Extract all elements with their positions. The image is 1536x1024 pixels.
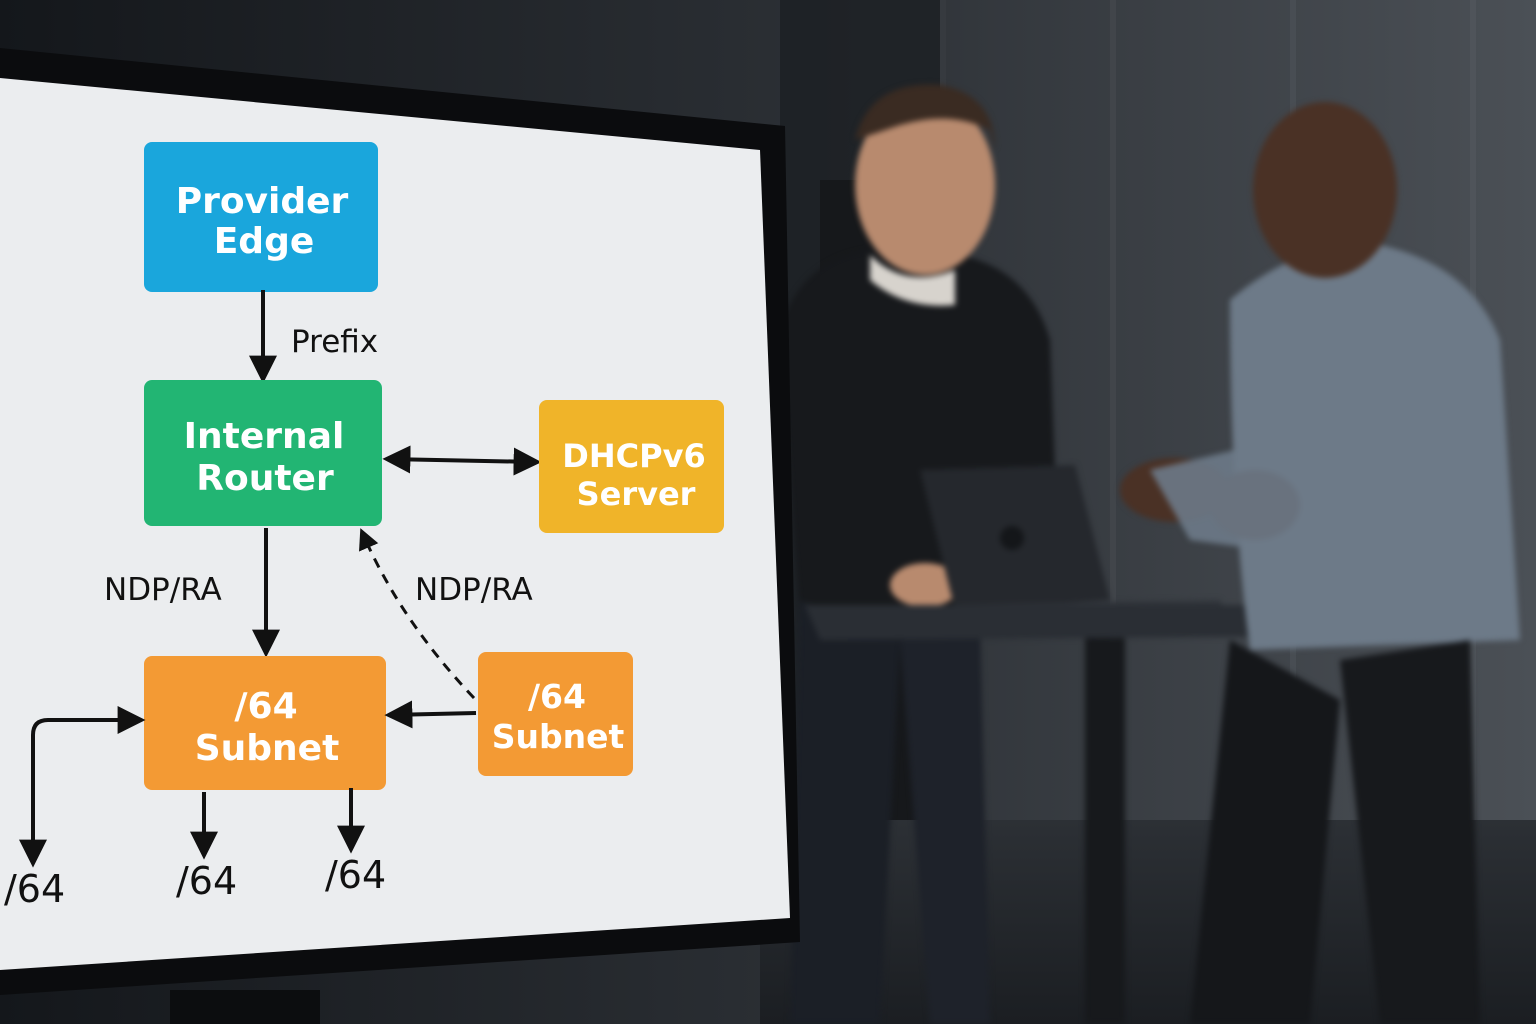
subnet-side-label-line1: /64 xyxy=(528,677,586,716)
subnet-main-label-line2: Subnet xyxy=(195,728,340,769)
monitor-stand xyxy=(170,990,320,1024)
prefix-label: Prefix xyxy=(291,324,378,360)
subnet-main-label-line1: /64 xyxy=(234,686,297,727)
ndp-ra-right-label: NDP/RA xyxy=(415,572,533,608)
loop-arrow-into-subnet xyxy=(31,706,146,858)
ipv6-diagram: Provider Edge Prefix Internal Router DHC… xyxy=(4,142,724,911)
subnet-main-node: /64 Subnet xyxy=(144,656,386,790)
internal-router-label-line1: Internal xyxy=(184,416,345,457)
leaf-1-label: /64 xyxy=(4,867,65,911)
subnet-side-label-line2: Subnet xyxy=(492,717,625,756)
ndp-ra-left-label: NDP/RA xyxy=(104,572,222,608)
provider-edge-label-line1: Provider xyxy=(176,181,349,222)
internal-router-box xyxy=(144,380,382,526)
dhcpv6-server-box xyxy=(539,400,724,533)
dhcpv6-server-node: DHCPv6 Server xyxy=(539,400,724,533)
provider-edge-node: Provider Edge xyxy=(144,142,378,292)
router-dhcp-arrow xyxy=(382,445,542,476)
internal-router-node: Internal Router xyxy=(144,380,382,526)
side-to-main-arrow xyxy=(384,700,477,729)
provider-edge-label-line2: Edge xyxy=(214,221,315,262)
person-right xyxy=(1120,102,1520,1024)
subnet-main-box xyxy=(144,656,386,790)
subnet-side-box xyxy=(478,652,633,776)
subnet-side-node: /64 Subnet xyxy=(478,652,633,776)
side-subnet-dashed-arrow xyxy=(359,528,476,700)
internal-router-label-line2: Router xyxy=(196,458,334,499)
dhcpv6-server-label-line2: Server xyxy=(577,475,696,513)
leaf-2-label: /64 xyxy=(176,859,237,903)
provider-edge-box xyxy=(144,142,378,292)
leaf-3-label: /64 xyxy=(325,853,386,897)
dhcpv6-server-label-line1: DHCPv6 xyxy=(562,437,705,475)
